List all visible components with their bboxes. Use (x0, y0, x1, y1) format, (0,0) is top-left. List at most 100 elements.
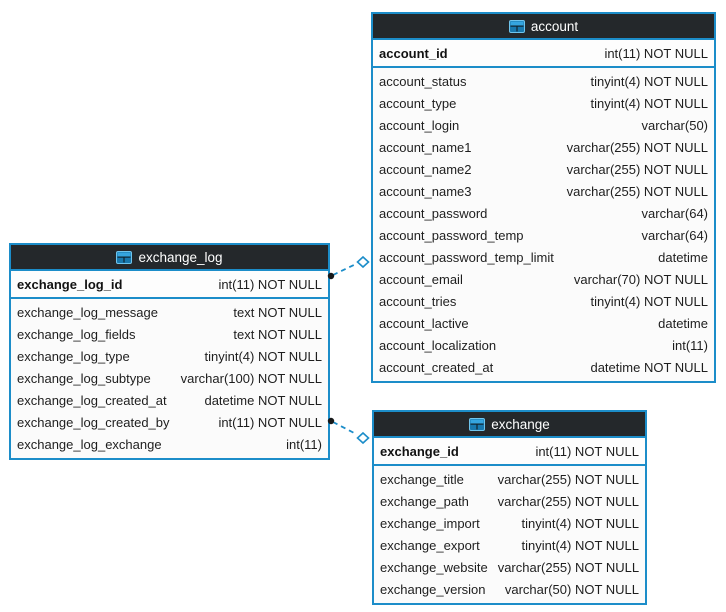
table-row[interactable]: account_status tinyint(4) NOT NULL (373, 71, 714, 93)
table-title: exchange (491, 416, 550, 432)
table-row-pk[interactable]: exchange_id int(11) NOT NULL (374, 438, 645, 466)
column-name: exchange_log_type (17, 349, 130, 364)
column-name: exchange_log_id (17, 276, 123, 292)
table-row-pk[interactable]: exchange_log_id int(11) NOT NULL (11, 271, 328, 299)
table-icon (508, 19, 525, 33)
column-type: tinyint(4) NOT NULL (590, 74, 708, 89)
column-type: tinyint(4) NOT NULL (521, 538, 639, 553)
table-row[interactable]: account_name3 varchar(255) NOT NULL (373, 181, 714, 203)
column-name: exchange_id (380, 443, 459, 459)
column-name: exchange_import (380, 516, 480, 531)
column-name: account_password_temp (379, 228, 524, 243)
table-exchange-log[interactable]: exchange_log exchange_log_id int(11) NOT… (9, 243, 330, 460)
table-row[interactable]: exchange_log_type tinyint(4) NOT NULL (11, 346, 328, 368)
table-exchange-header[interactable]: exchange (374, 412, 645, 438)
column-type: varchar(50) (641, 118, 708, 133)
column-name: exchange_log_message (17, 305, 158, 320)
table-row[interactable]: account_password varchar(64) (373, 203, 714, 225)
table-exchange[interactable]: exchange exchange_id int(11) NOT NULL ex… (372, 410, 647, 605)
column-type: datetime NOT NULL (590, 360, 708, 375)
column-name: account_login (379, 118, 460, 133)
table-title: exchange_log (138, 249, 223, 265)
column-type: datetime (658, 316, 708, 331)
column-name: account_status (379, 74, 467, 89)
column-type: varchar(255) NOT NULL (566, 162, 708, 177)
column-name: account_name2 (379, 162, 472, 177)
relationship-exchange-log-account[interactable] (327, 255, 370, 280)
table-row-pk[interactable]: account_id int(11) NOT NULL (373, 40, 714, 68)
column-type: int(11) NOT NULL (535, 443, 639, 459)
column-name: account_email (379, 272, 463, 287)
column-name: exchange_website (380, 560, 488, 575)
column-type: tinyint(4) NOT NULL (521, 516, 639, 531)
table-icon (469, 417, 486, 431)
table-row[interactable]: account_password_temp varchar(64) (373, 225, 714, 247)
table-row[interactable]: exchange_log_message text NOT NULL (11, 302, 328, 324)
table-row[interactable]: account_name2 varchar(255) NOT NULL (373, 159, 714, 181)
table-account[interactable]: account account_id int(11) NOT NULL acco… (371, 12, 716, 383)
column-type: varchar(255) NOT NULL (566, 184, 708, 199)
table-row[interactable]: account_login varchar(50) (373, 115, 714, 137)
connector-diamond (356, 255, 370, 269)
column-type: int(11) NOT NULL (218, 276, 322, 292)
column-name: exchange_title (380, 472, 464, 487)
column-type: datetime NOT NULL (204, 393, 322, 408)
column-name: exchange_version (380, 582, 486, 597)
column-type: text NOT NULL (233, 305, 322, 320)
column-type: varchar(255) NOT NULL (566, 140, 708, 155)
column-name: account_type (379, 96, 457, 111)
column-type: int(11) NOT NULL (604, 45, 708, 61)
table-row[interactable]: exchange_export tinyint(4) NOT NULL (374, 535, 645, 557)
column-type: varchar(100) NOT NULL (180, 371, 322, 386)
column-name: account_password_temp_limit (379, 250, 554, 265)
table-row[interactable]: exchange_log_fields text NOT NULL (11, 324, 328, 346)
table-account-header[interactable]: account (373, 14, 714, 40)
column-name: account_password (379, 206, 488, 221)
column-type: varchar(255) NOT NULL (497, 560, 640, 575)
table-row[interactable]: exchange_title varchar(255) NOT NULL (374, 469, 645, 491)
table-row[interactable]: exchange_version varchar(50) NOT NULL (374, 579, 645, 601)
table-row[interactable]: exchange_import tinyint(4) NOT NULL (374, 513, 645, 535)
table-row[interactable]: account_tries tinyint(4) NOT NULL (373, 291, 714, 313)
column-type: varchar(255) NOT NULL (497, 472, 639, 487)
table-row[interactable]: exchange_log_subtype varchar(100) NOT NUL… (11, 368, 328, 390)
column-name: account_id (379, 45, 448, 61)
column-name: exchange_export (380, 538, 480, 553)
column-type: int(11) NOT NULL (218, 415, 322, 430)
table-icon (116, 250, 133, 264)
column-name: account_tries (379, 294, 457, 309)
column-type: varchar(64) (641, 228, 708, 243)
table-row[interactable]: exchange_log_created_by int(11) NOT NULL (11, 412, 328, 434)
table-rows: account_status tinyint(4) NOT NULL accoun… (373, 68, 714, 381)
column-type: varchar(255) NOT NULL (497, 494, 639, 509)
relationship-exchange-log-exchange[interactable] (327, 417, 370, 445)
table-title: account (530, 18, 579, 34)
column-name: account_localization (379, 338, 497, 353)
table-rows: exchange_title varchar(255) NOT NULL exch… (374, 466, 645, 603)
column-type: varchar(64) (641, 206, 708, 221)
column-type: tinyint(4) NOT NULL (590, 294, 708, 309)
column-type: varchar(50) NOT NULL (504, 582, 639, 597)
column-type: tinyint(4) NOT NULL (204, 349, 322, 364)
column-name: account_name3 (379, 184, 472, 199)
table-exchange-log-header[interactable]: exchange_log (11, 245, 328, 271)
column-name: exchange_log_created_by (17, 415, 170, 430)
column-name: exchange_log_subtype (17, 371, 151, 386)
column-type: int(11) (286, 437, 322, 452)
table-row[interactable]: exchange_website varchar(255) NOT NULL (374, 557, 645, 579)
column-type: text NOT NULL (233, 327, 322, 342)
column-name: exchange_log_fields (17, 327, 136, 342)
